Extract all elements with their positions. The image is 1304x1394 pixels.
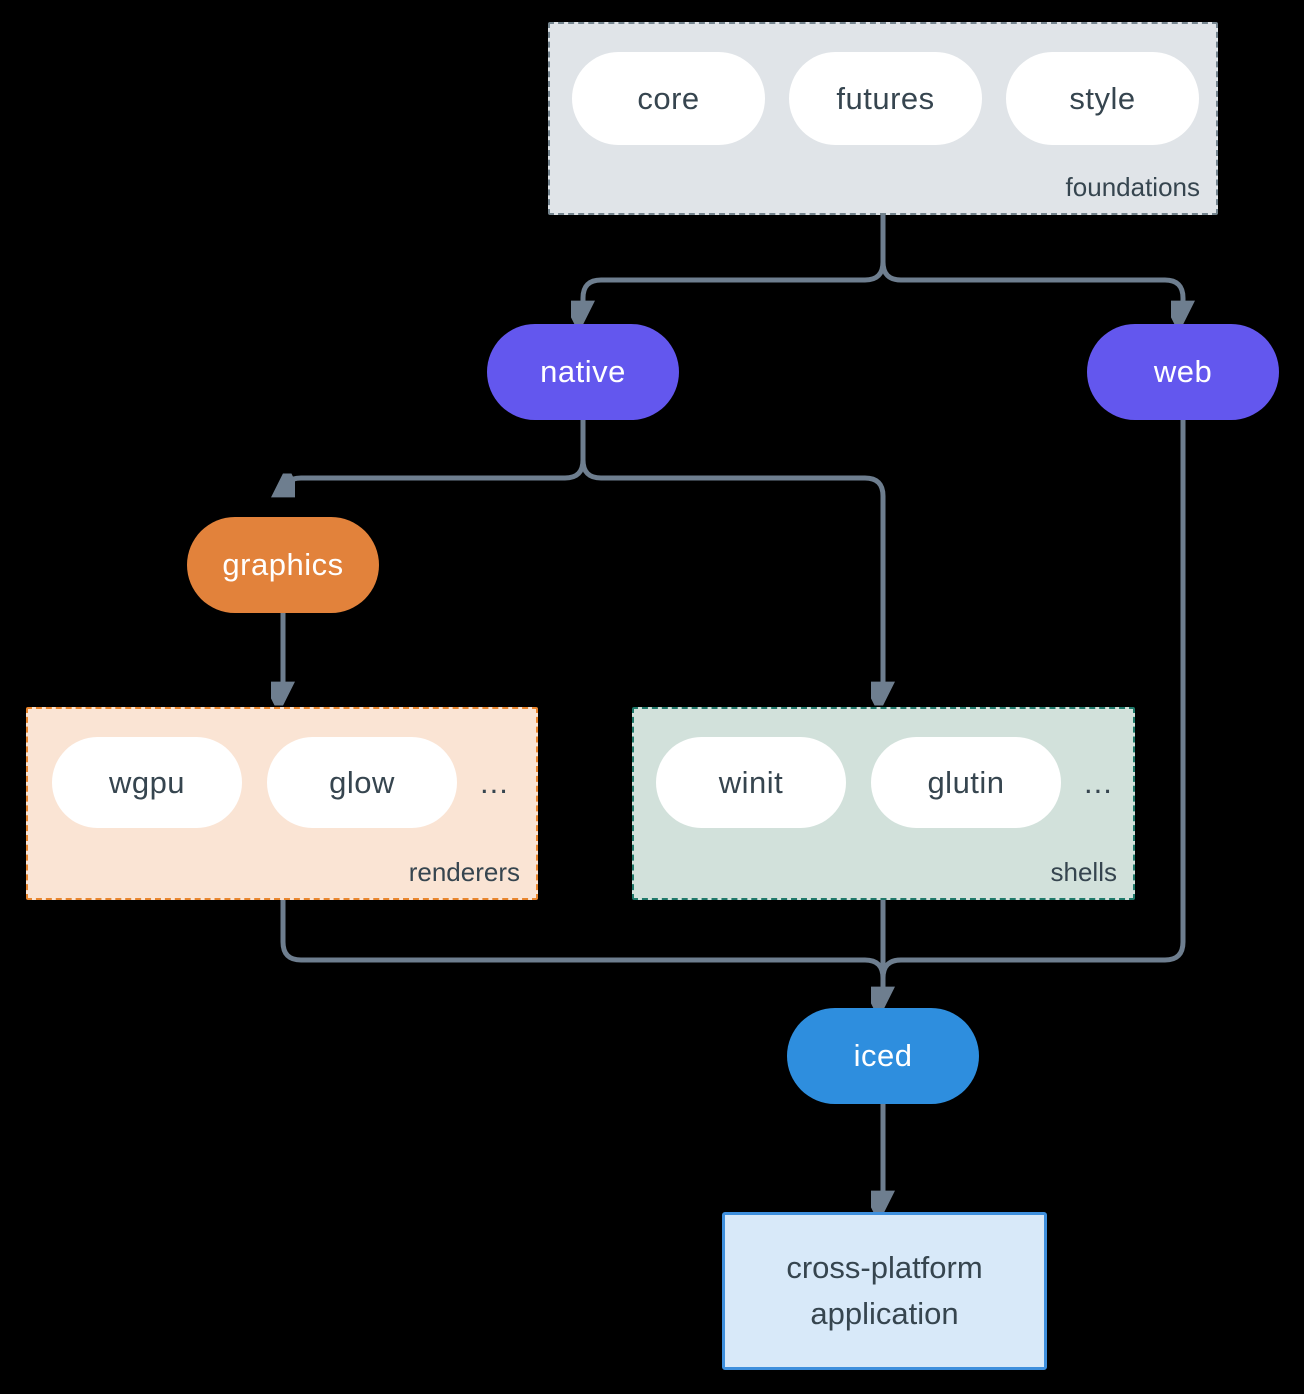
- pill-style-label: style: [1069, 80, 1136, 116]
- pill-wgpu: wgpu: [52, 737, 242, 828]
- pill-glutin-label: glutin: [927, 764, 1005, 800]
- shells-group-label: shells: [1050, 857, 1117, 887]
- renderers-group: wgpu glow ... renderers: [26, 707, 538, 900]
- renderers-ellipsis: ...: [480, 764, 509, 800]
- cross-platform-application-box: cross-platform application: [722, 1212, 1047, 1370]
- node-native-label: native: [540, 354, 626, 389]
- arrow-native-to-shells: [580, 420, 883, 684]
- arrow-foundations-to-native: [583, 215, 886, 303]
- node-web-label: web: [1153, 354, 1213, 389]
- node-iced: iced: [787, 1008, 979, 1104]
- pill-winit-label: winit: [718, 764, 784, 800]
- foundations-group-label: foundations: [1065, 172, 1200, 202]
- pill-core-label: core: [637, 80, 700, 116]
- node-iced-label: iced: [853, 1038, 913, 1073]
- arrow-native-to-graphics: [283, 420, 586, 496]
- pill-glow-label: glow: [329, 764, 395, 800]
- app-label-line1: cross-platform: [786, 1250, 983, 1285]
- pill-glow: glow: [267, 737, 457, 828]
- arrow-web-to-iced: [880, 420, 1186, 986]
- node-graphics-label: graphics: [222, 547, 344, 582]
- pill-winit: winit: [656, 737, 846, 828]
- node-native: native: [487, 324, 679, 420]
- arrow-foundations-to-web: [880, 215, 1183, 303]
- pill-style: style: [1006, 52, 1199, 145]
- pill-core: core: [572, 52, 765, 145]
- pill-futures: futures: [789, 52, 982, 145]
- foundations-group: core futures style foundations: [548, 22, 1218, 215]
- renderers-group-label: renderers: [408, 857, 520, 887]
- pill-futures-label: futures: [836, 80, 935, 116]
- node-graphics: graphics: [187, 517, 379, 613]
- pill-wgpu-label: wgpu: [108, 764, 186, 800]
- app-label-line2: application: [810, 1296, 959, 1331]
- shells-ellipsis: ...: [1084, 764, 1113, 800]
- arrow-renderers-to-iced: [280, 900, 886, 986]
- node-web: web: [1087, 324, 1279, 420]
- pill-glutin: glutin: [871, 737, 1061, 828]
- shells-group: winit glutin ... shells: [632, 707, 1135, 900]
